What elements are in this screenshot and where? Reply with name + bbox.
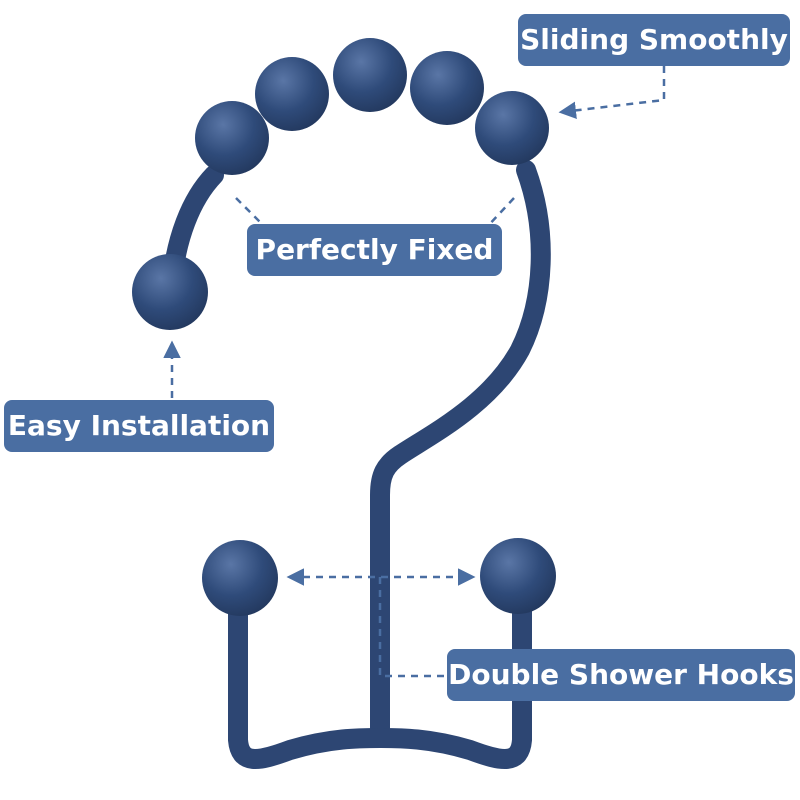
callout-easy-installation: Easy Installation — [4, 400, 274, 452]
bead-5 — [475, 91, 549, 165]
callout-double-shower-hooks: Double Shower Hooks — [447, 649, 795, 701]
callout-sliding-smoothly: Sliding Smoothly — [518, 14, 790, 66]
bead-1 — [195, 101, 269, 175]
arrow-sliding-smoothly — [558, 66, 666, 120]
hook-ball-left — [202, 540, 278, 616]
bead-3 — [333, 38, 407, 112]
bead-4 — [410, 51, 484, 125]
end-ball — [132, 254, 208, 330]
callout-perfectly-fixed: Perfectly Fixed — [247, 224, 502, 276]
callout-arrows — [163, 66, 666, 678]
arrow-double-hooks-leader — [378, 577, 446, 678]
arrow-perfectly-fixed-right — [485, 197, 515, 229]
hook-wire-main-curve — [370, 160, 551, 745]
hook-ball-right — [480, 538, 556, 614]
hook-wire-double-base — [228, 590, 532, 769]
bead-2 — [255, 57, 329, 131]
bead-row — [195, 38, 549, 175]
